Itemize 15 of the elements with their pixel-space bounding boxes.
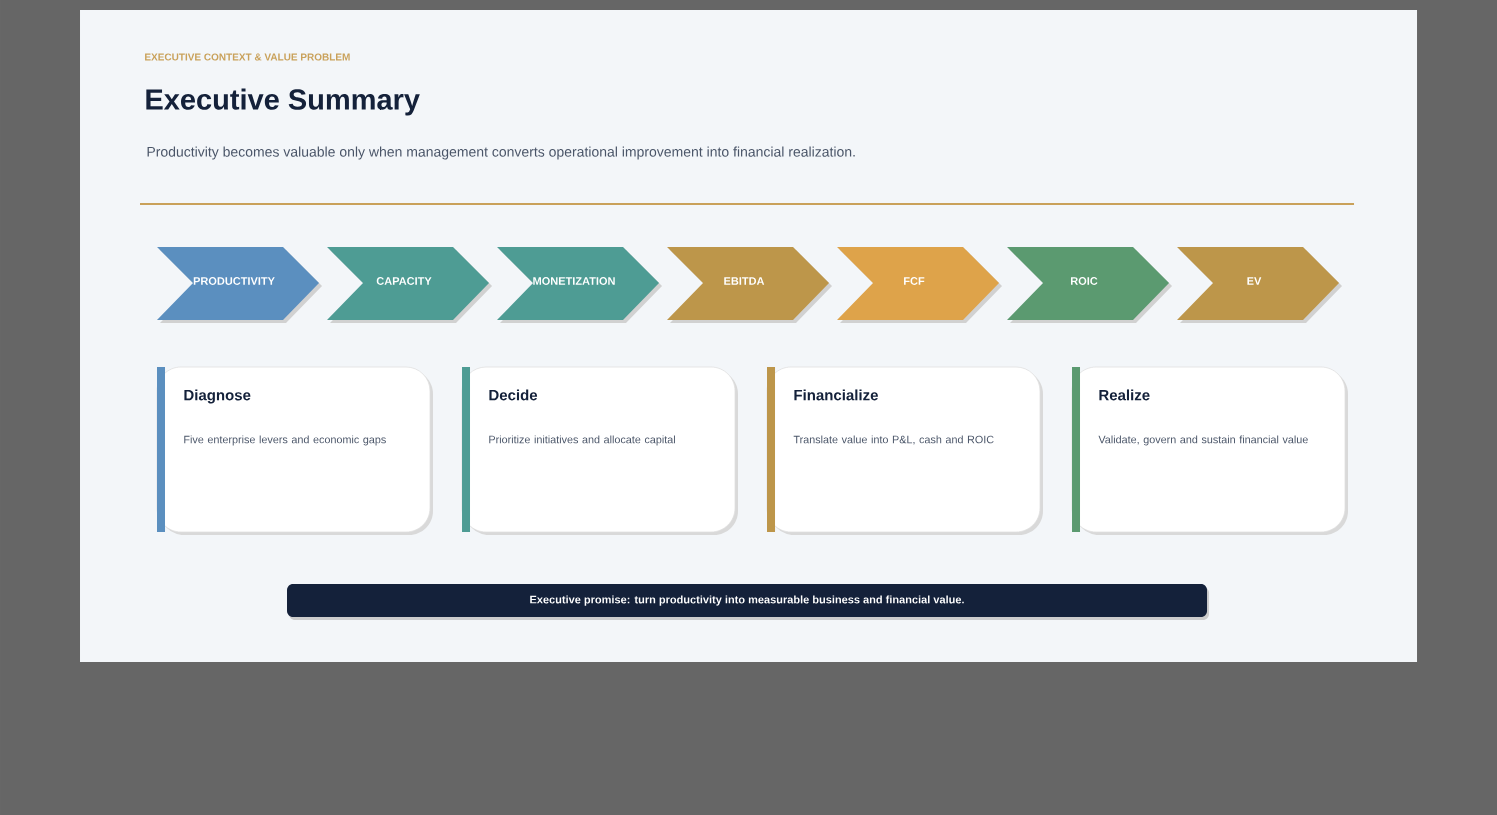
step-card: Realize Validate, govern and sustain financial value	[1071, 366, 1348, 535]
process-step: FCF	[837, 247, 1002, 323]
step-card: Diagnose Five enterprise levers and economic gaps	[156, 366, 433, 535]
process-step: ROIC	[1007, 247, 1172, 323]
process-step: EBITDA	[667, 247, 832, 323]
process-step: CAPACITY	[327, 247, 492, 323]
subtitle: Productivity becomes valuable only when management converts operational improvement into financial realization.	[147, 146, 855, 160]
process-step: PRODUCTIVITY	[157, 247, 322, 323]
title: Executive Summary	[146, 88, 420, 116]
process-step: MONETIZATION	[497, 247, 662, 323]
eyebrow-label: EXECUTIVE CONTEXT & VALUE PROBLEM	[145, 53, 350, 61]
promise-banner: Executive promise: turn productivity into measurable business and financial value.	[287, 584, 1209, 620]
step-card: Decide Prioritize initiatives and allocate capital	[461, 366, 738, 535]
process-step: EV	[1177, 247, 1342, 323]
step-card: Financialize Translate value into P&L, cash and ROIC	[766, 366, 1043, 535]
